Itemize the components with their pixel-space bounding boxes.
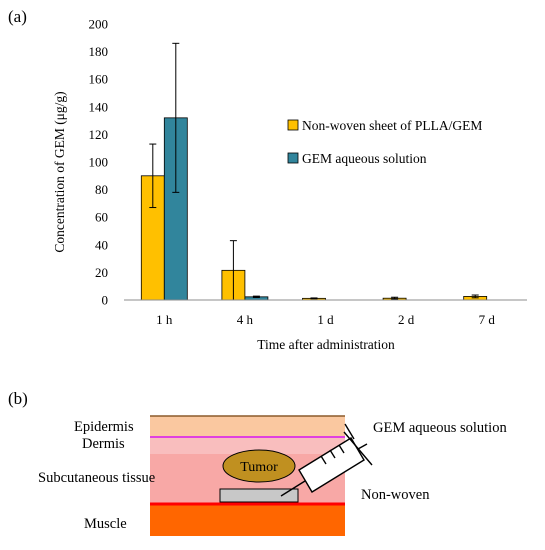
syringe-icon [280,423,373,497]
legend-swatch-nonwoven [287,119,299,131]
panel-label-a: (a) [8,7,27,26]
x-tick-label: 7 d [479,312,496,327]
y-axis-title: Concentration of GEM (μg/g) [52,91,67,252]
y-tick-labels: 0 20 40 60 80 100 120 140 160 180 200 [89,17,109,308]
nonwoven-sheet [219,488,299,503]
x-tick-labels: 1 h 4 h 1 d 2 d 7 d [156,312,495,327]
epidermis-layer [150,416,345,436]
dermis-layer [150,436,345,454]
y-tick-label: 140 [89,99,109,114]
x-tick-label: 4 h [237,312,254,327]
y-tick-label: 180 [89,44,109,59]
error-bar [172,42,180,193]
y-tick-label: 60 [95,210,108,225]
tumor-shape [222,449,296,483]
label-dermis: Dermis [82,436,125,452]
label-muscle: Muscle [84,516,127,532]
legend-label-nonwoven: Non-woven sheet of PLLA/GEM [302,118,482,133]
tumor-label: Tumor [240,460,278,475]
y-tick-label: 200 [89,17,109,32]
legend: Non-woven sheet of PLLA/GEM GEM aqueous … [287,118,482,166]
error-bar [471,294,479,299]
muscle-layer [150,504,345,536]
y-tick-label: 0 [102,293,109,308]
y-tick-label: 20 [95,265,108,280]
error-bar [252,295,260,299]
x-tick-label: 1 h [156,312,173,327]
y-tick-label: 100 [89,155,109,170]
y-tick-label: 40 [95,237,108,252]
legend-label-solution: GEM aqueous solution [302,151,427,166]
label-epidermis: Epidermis [74,419,134,435]
label-syringe: GEM aqueous solution [373,420,507,436]
error-bar [391,296,399,300]
bar-chart: 0 20 40 60 80 100 120 140 160 180 200 1 h 4 h 1 d 2 d… [52,17,527,352]
error-bars [149,42,479,301]
tissue-diagram: Tumor Epidermis Dermis Subcutaneous tiss… [38,415,507,536]
error-bar [149,143,157,209]
y-tick-label: 120 [89,127,109,142]
x-axis-title: Time after administration [257,337,395,352]
x-tick-label: 1 d [317,312,334,327]
y-tick-label: 160 [89,72,109,87]
legend-swatch-solution [287,152,299,164]
y-tick-label: 80 [95,182,108,197]
error-bar [310,297,318,300]
label-subcutaneous: Subcutaneous tissue [38,470,155,486]
x-tick-label: 2 d [398,312,415,327]
label-nonwoven: Non-woven [361,487,430,503]
bars [140,117,488,301]
panel-label-b: (b) [8,389,28,408]
